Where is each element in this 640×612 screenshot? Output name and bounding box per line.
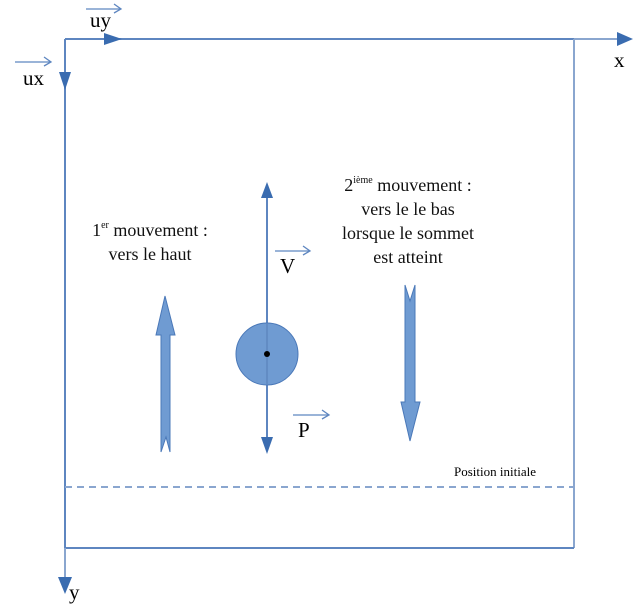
frame — [64, 38, 575, 549]
downward-movement-arrow-icon — [400, 284, 421, 442]
uy-label: uy — [90, 8, 111, 32]
y-axis — [58, 548, 72, 594]
ux-label: ux — [23, 66, 44, 90]
uy-vector-overline-icon — [86, 3, 123, 14]
x-axis — [574, 32, 633, 46]
first-movement-title: 1er mouvement : — [92, 220, 208, 240]
y-axis-label: y — [69, 580, 80, 604]
second-movement-line3: lorsque le sommet — [342, 223, 474, 243]
first-movement-direction: vers le haut — [108, 244, 192, 264]
second-movement-title: 2ième mouvement : — [344, 175, 472, 195]
x-axis-label: x — [614, 48, 625, 72]
second-movement-text: 2ième mouvement : vers le le bas lorsque… — [312, 173, 504, 269]
weight-label: P — [298, 418, 310, 442]
upward-movement-arrow-icon — [155, 295, 176, 453]
v-vector-overline-icon — [275, 245, 312, 256]
initial-position-label: Position initiale — [454, 464, 536, 479]
uy-arrow-icon — [104, 33, 122, 45]
velocity-label: V — [280, 254, 296, 278]
second-movement-line4: est atteint — [373, 247, 443, 267]
p-vector-overline-icon — [293, 409, 331, 420]
second-movement-line2: vers le le bas — [361, 199, 455, 219]
center-dot — [264, 351, 270, 357]
ux-vector-overline-icon — [15, 56, 53, 67]
ux-arrow-icon — [59, 72, 71, 90]
first-movement-text: 1er mouvement : vers le haut — [70, 218, 230, 266]
ball — [235, 322, 299, 386]
